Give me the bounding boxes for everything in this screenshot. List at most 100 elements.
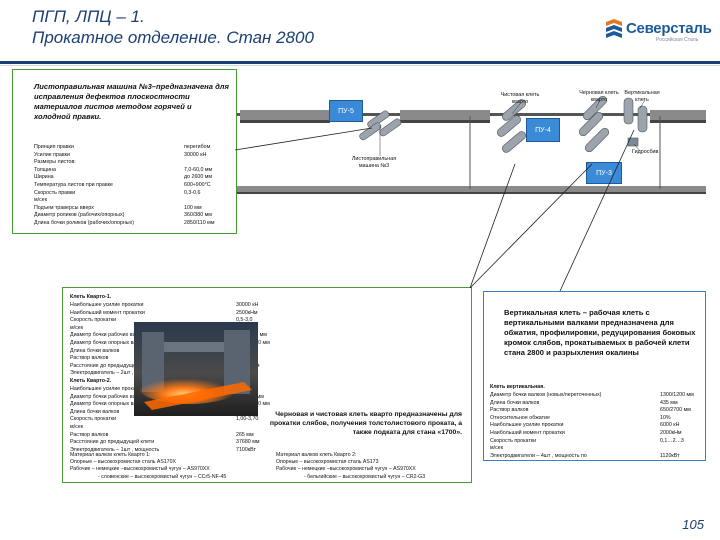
- spec-row: Раствор валков 265 мм: [70, 432, 270, 440]
- material-line: - бельгийские – высокохромистый чугун – …: [304, 473, 426, 480]
- roller-table-segment-left: [240, 110, 330, 123]
- title-line-1: ПГП, ЛПЦ – 1.: [32, 7, 145, 26]
- spec-key: Относительное обжатие: [490, 414, 550, 421]
- spec-row: м/сек: [490, 445, 698, 453]
- spec-value: 435 мм: [660, 399, 678, 406]
- spec-key: Наибольший момент прокатки: [70, 309, 145, 316]
- spec-key: Толщина: [34, 166, 56, 173]
- spec-key: Температура листов при правке: [34, 181, 113, 188]
- leveler-label: Листоправильная машина №3: [351, 156, 397, 169]
- roughing-stand-label: Черновая клеть кварто: [579, 90, 619, 103]
- spec-row: Скорость прокатки 0,1…2…3: [490, 438, 698, 446]
- photo-caption: Черновая и чистовая клеть кварто предназ…: [269, 411, 462, 436]
- spec-value: 0,5-3,0: [236, 317, 253, 324]
- spec-key: Диаметр бочки рабочих валков (max/min): [70, 332, 172, 339]
- spec-key: Раствор валков: [70, 431, 109, 438]
- spec-value: 265 мм: [236, 431, 254, 438]
- rolling-stand-photo: [134, 322, 258, 416]
- material-line: Материал валков клеть Кварто 1:: [70, 452, 151, 458]
- spec-value: 360/380 мм: [184, 212, 212, 219]
- spec-key: Скорость правки: [34, 189, 76, 196]
- material-line: Материал валков клеть Кварто 2:: [276, 452, 357, 458]
- spec-key: Расстояние до предыдущей клети: [70, 362, 155, 369]
- spec-value: 600÷900°С: [184, 181, 211, 188]
- spec-value: 650/2700 мм: [660, 407, 691, 414]
- material-line: Опорные – высокохромистая сталь AS170X: [70, 459, 176, 466]
- spec-row: Раствор валков 650/2700 мм: [490, 407, 698, 415]
- severstal-logo: Северсталь Российская Сталь: [604, 18, 712, 50]
- spec-value: 2500кНм: [236, 309, 258, 316]
- logo-wordmark: Северсталь: [626, 20, 712, 37]
- spec-key: Расстояние до предыдущей клети: [70, 439, 155, 446]
- spec-key: Скорость прокатки: [70, 317, 117, 324]
- spec-row: Размеры листов:: [34, 159, 232, 167]
- spec-key: м/сек: [490, 445, 504, 452]
- quarto-info-box: [62, 287, 472, 483]
- leveler-info-box: [12, 69, 237, 234]
- spec-value: до 2600 мм: [184, 174, 213, 181]
- spec-key: Длина бочки валков: [70, 347, 120, 354]
- spec-value: 2000кНм: [660, 429, 682, 436]
- spec-key: Раствор валков: [490, 407, 529, 414]
- spec-value: 100 мм: [184, 204, 202, 211]
- page-number: 105: [682, 517, 704, 532]
- spec-value: 30000 кН: [236, 302, 259, 308]
- spec-value: 2850/110 мм: [184, 219, 215, 226]
- spec-row: Диаметр роликов (рабочих/опорных)360/380…: [34, 212, 232, 220]
- spec-key: Длина бочки валков: [70, 408, 120, 415]
- quarto1-materials: Материал валков клеть Кварто 1:Опорные –…: [70, 452, 226, 481]
- spec-row: Диаметр бочки валков (новых/переточенных…: [490, 392, 698, 400]
- spec-row: м/сек: [34, 197, 232, 205]
- leveler-heading: Листоправильная машина №3–предназначена …: [34, 82, 229, 121]
- spec-key: Скорость прокатки: [70, 416, 117, 423]
- spec-key: Принцип правки: [34, 144, 74, 150]
- spec-key: Наибольшее усилие прокатки: [490, 422, 564, 429]
- spec-value: 1,00-3,70: [236, 416, 259, 423]
- pv5-block: ПУ-5: [329, 100, 363, 122]
- spec-value: 30000 кН: [184, 151, 207, 158]
- roughing-stand-icon: [497, 99, 526, 153]
- spec-key: Электродвигатели – 4шт , мощность по: [490, 452, 587, 459]
- spec-value: 7100кВт: [236, 446, 256, 453]
- lower-roller-table: [236, 186, 706, 192]
- spec-key: Электродвигатель – 2шт , мощность по: [70, 370, 167, 377]
- spec-row: м/сек: [70, 424, 270, 432]
- spec-row: Скорость правки 0,3-0,6: [34, 190, 232, 198]
- vertical-stand-spec-list: Диаметр бочки валков (новых/переточенных…: [490, 392, 698, 460]
- spec-key: Диаметр бочки опорных валков (max/min): [70, 401, 173, 408]
- vertical-stand-info-box: [483, 291, 706, 461]
- material-line: Рабочие – немецкие –высокохромистый чугу…: [276, 466, 416, 473]
- spec-key: Наибольшее усилие прокатки: [70, 386, 144, 392]
- spec-key: Подъем траверсы вверх: [34, 204, 94, 211]
- spec-row: Скорость прокатки 0,5-3,0: [70, 317, 270, 325]
- quarto1-heading: Клеть Кварто-1.: [70, 294, 112, 300]
- severstal-mark-icon: [606, 19, 622, 38]
- spec-key: Электродвигатель – 1шт , мощность: [70, 446, 160, 453]
- spec-key: Раствор валков: [70, 355, 109, 362]
- descaler-label: Гидросбив: [632, 149, 659, 155]
- spec-key: Диаметр бочки рабочих валков (max/min): [70, 393, 172, 400]
- descaler-icon: [627, 137, 639, 147]
- spec-value: 1120кВт: [660, 452, 680, 459]
- vertical-stand-label: Вертикальная клеть: [624, 90, 660, 103]
- pv3-block: ПУ-3: [586, 162, 622, 184]
- spec-value: 37680 мм: [236, 439, 260, 446]
- spec-value: 6000 кН: [660, 422, 680, 429]
- spec-key: м/сек: [34, 197, 48, 204]
- header-rule-thin: [0, 65, 720, 66]
- spec-value: 0,3-0,6: [184, 189, 201, 196]
- spec-row: Подъем траверсы вверх 100 мм: [34, 205, 232, 213]
- title-line-2: Прокатное отделение. Стан 2800: [32, 28, 314, 47]
- spec-row: Наибольший момент прокатки 2500кНм: [70, 310, 270, 318]
- spec-key: Скорость прокатки: [490, 437, 537, 444]
- spec-key: Наибольшее усилие прокатки: [70, 302, 144, 308]
- spec-value: 0,1…2…3: [660, 437, 684, 444]
- finishing-stand-label: Чистовая клеть кварто: [500, 92, 540, 105]
- material-line: Рабочие – немецкие –высокохромистый чугу…: [70, 466, 210, 473]
